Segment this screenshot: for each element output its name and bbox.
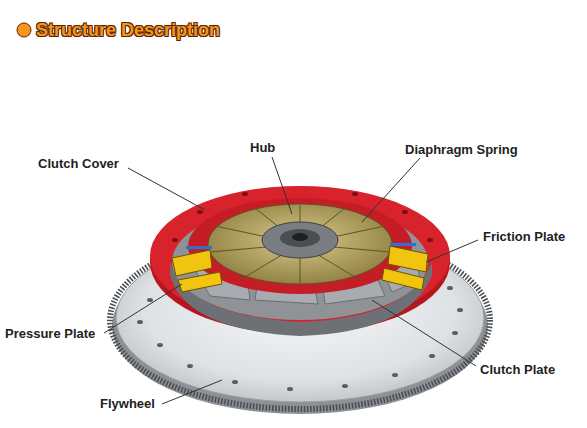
spring-section xyxy=(186,243,416,249)
cross-section xyxy=(172,246,428,292)
part-label: Diaphragm Spring xyxy=(405,142,518,157)
hub-center xyxy=(280,229,320,247)
hub xyxy=(262,222,338,258)
title: Structure Description xyxy=(36,19,220,41)
title-bullet xyxy=(17,23,31,37)
part-label: Pressure Plate xyxy=(5,326,95,341)
spring-fingers xyxy=(210,205,390,284)
part-label: Clutch Plate xyxy=(480,362,555,377)
part-label: Hub xyxy=(250,140,275,155)
part-label: Clutch Cover xyxy=(38,156,119,171)
diaphragm-spring xyxy=(208,204,392,284)
part-label: Friction Plate xyxy=(483,229,565,244)
hub-bore xyxy=(292,233,308,241)
leader-lines xyxy=(104,157,478,404)
part-label: Flywheel xyxy=(100,396,155,411)
